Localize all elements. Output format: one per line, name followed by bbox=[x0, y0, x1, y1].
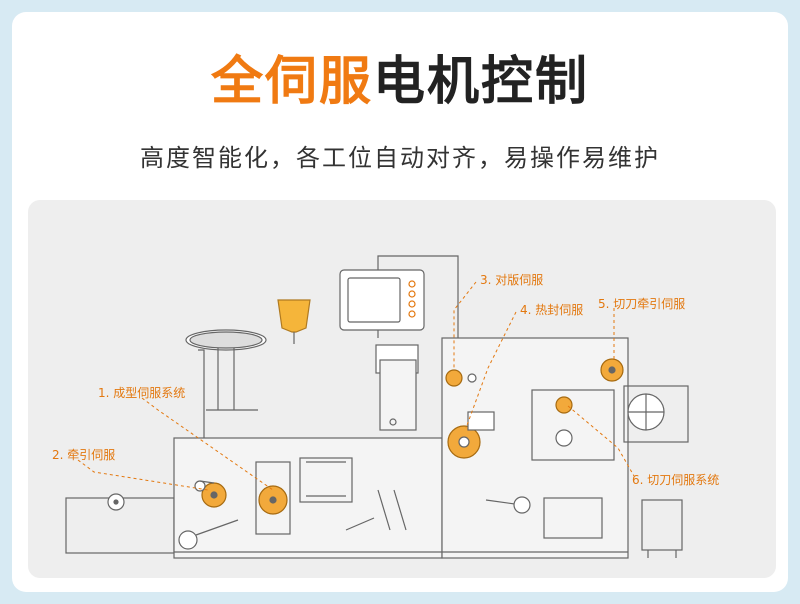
label-cutter-traction: 5. 切刀牵引伺服 bbox=[598, 297, 685, 311]
leader-cutter bbox=[567, 405, 635, 477]
outfeed-box bbox=[641, 499, 683, 551]
leader-traction bbox=[77, 459, 209, 491]
page-card: 全伺服电机控制 高度智能化，各工位自动对齐，易操作易维护 bbox=[12, 12, 788, 592]
lever-wheel-icon bbox=[178, 530, 198, 550]
rotary-table-icon bbox=[189, 331, 263, 349]
alignment-servo-icon bbox=[445, 369, 463, 387]
hopper-icon bbox=[277, 299, 311, 333]
label-forming: 1. 成型伺服系统 bbox=[98, 386, 185, 400]
hmi-screen-icon bbox=[339, 269, 425, 331]
machine-diagram: 1. 成型伺服系统 2. 牵引伺服 3. 对版伺服 4. 热封伺服 5. 切刀牵… bbox=[52, 255, 719, 559]
cutter-housing bbox=[623, 385, 689, 443]
label-alignment: 3. 对版伺服 bbox=[480, 273, 543, 287]
leader-forming bbox=[141, 397, 274, 491]
title-accent: 全伺服 bbox=[210, 52, 373, 112]
leader-heat-seal bbox=[465, 311, 517, 429]
cutter-servo-block bbox=[531, 389, 615, 461]
label-cutter: 6. 切刀伺服系统 bbox=[632, 473, 719, 487]
title-rest: 电机控制 bbox=[373, 52, 590, 112]
forming-station bbox=[255, 461, 291, 535]
label-traction: 2. 牵引伺服 bbox=[52, 448, 115, 462]
machine-diagram-panel: 1. 成型伺服系统 2. 牵引伺服 3. 对版伺服 4. 热封伺服 5. 切刀牵… bbox=[28, 200, 776, 578]
page-subtitle: 高度智能化，各工位自动对齐，易操作易维护 bbox=[140, 144, 660, 172]
page-title: 全伺服电机控制 bbox=[12, 52, 788, 112]
label-heat-seal: 4. 热封伺服 bbox=[520, 303, 583, 317]
